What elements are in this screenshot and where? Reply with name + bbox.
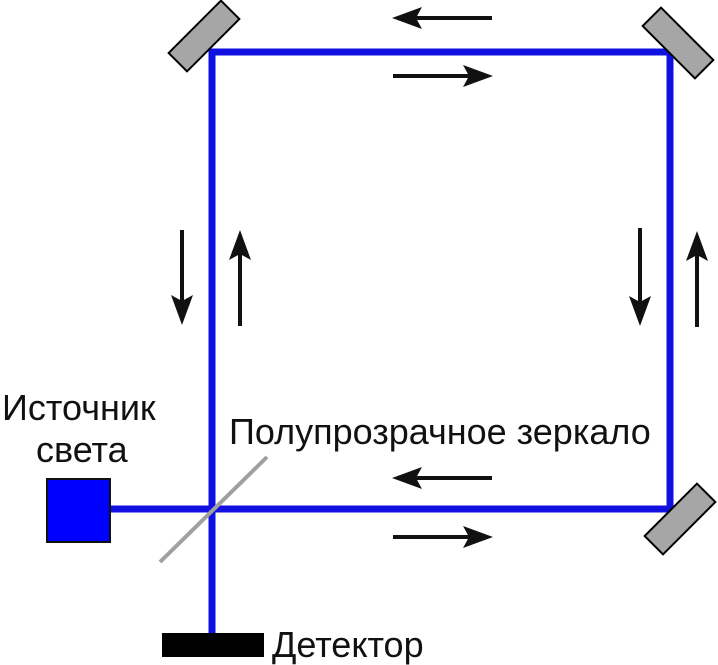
mirrors bbox=[167, 0, 717, 556]
beam-paths bbox=[106, 48, 674, 639]
arrow-left-icon bbox=[392, 7, 492, 29]
label-beam-splitter: Полупрозрачное зеркало bbox=[229, 411, 651, 452]
detector-bar bbox=[162, 633, 264, 657]
label-light-source-line2: света bbox=[36, 429, 129, 470]
direction-arrows bbox=[171, 7, 708, 548]
arrow-down-icon bbox=[171, 230, 193, 325]
beam-splitter-plate bbox=[158, 455, 269, 564]
arrow-left-icon bbox=[392, 467, 492, 489]
mirror-top-left bbox=[167, 0, 241, 73]
mirror-top-right bbox=[641, 6, 715, 80]
arrow-up-icon bbox=[229, 230, 251, 326]
light-source-box bbox=[46, 478, 111, 543]
arrow-right-icon bbox=[393, 526, 493, 548]
label-detector: Детектор bbox=[272, 624, 424, 665]
mirror-bottom-right bbox=[643, 482, 717, 556]
arrow-down-icon bbox=[629, 228, 651, 326]
arrow-right-icon bbox=[393, 65, 493, 87]
arrow-up-icon bbox=[686, 231, 708, 327]
label-light-source-line1: Источник bbox=[2, 387, 156, 428]
